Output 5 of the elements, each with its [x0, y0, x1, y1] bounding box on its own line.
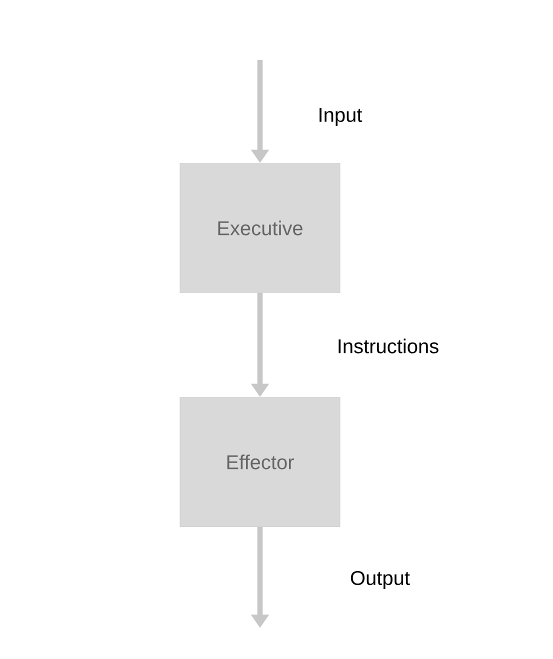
edge-label: Input — [316, 106, 364, 128]
process-box: Effector — [180, 397, 340, 527]
edge-label: Output — [348, 570, 412, 590]
edge-label: Instructions — [336, 337, 440, 355]
process-box: Executive — [180, 163, 340, 293]
